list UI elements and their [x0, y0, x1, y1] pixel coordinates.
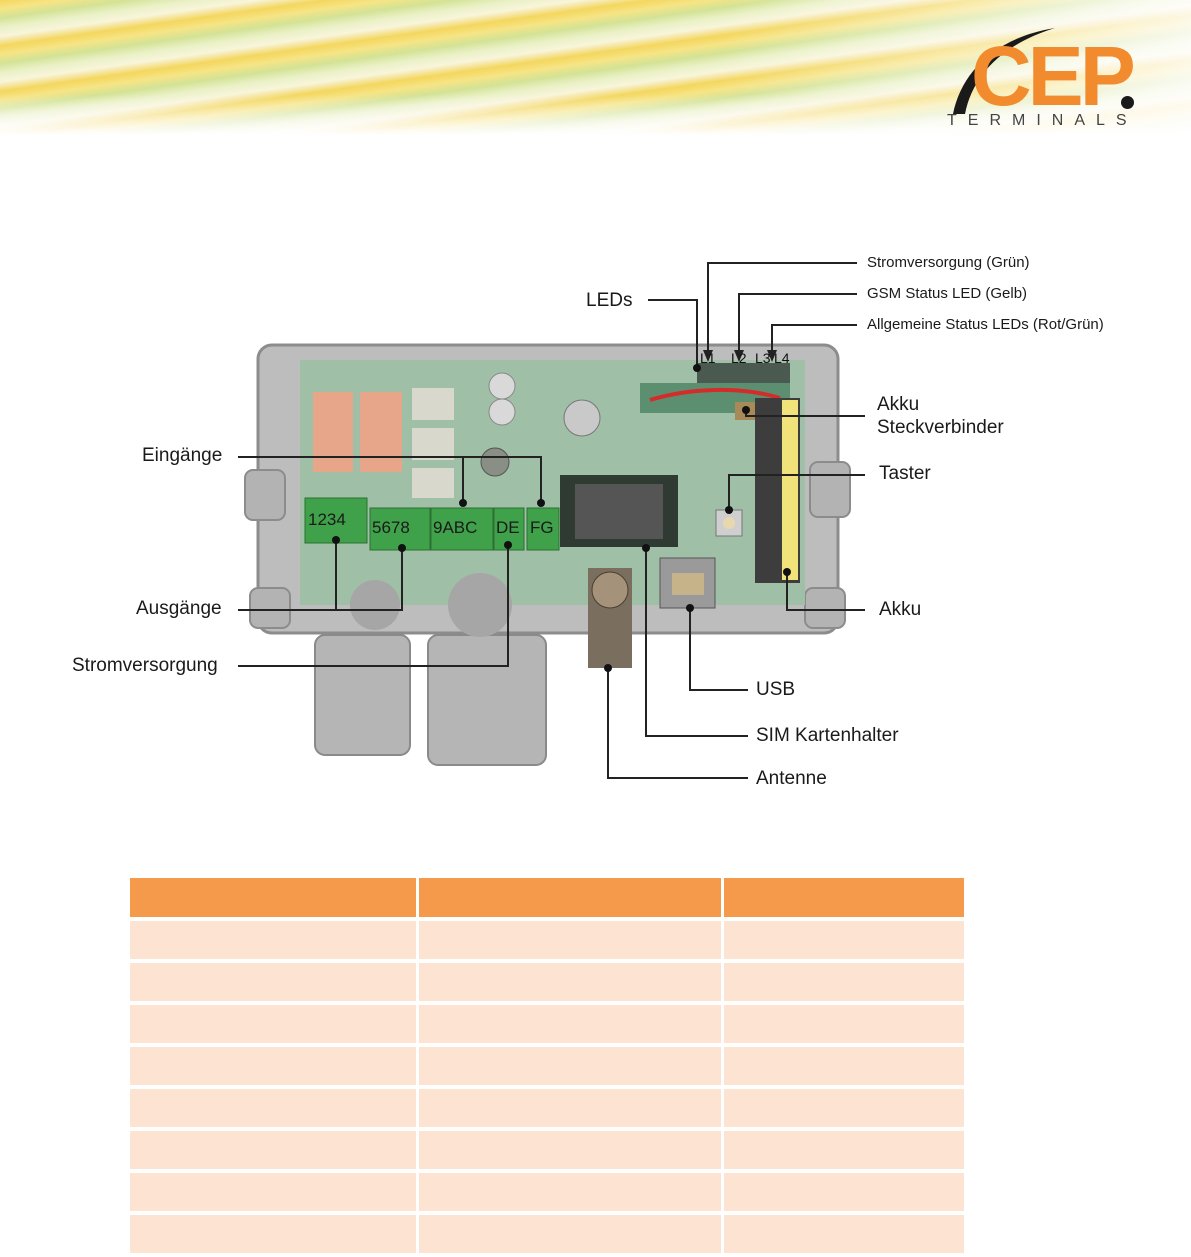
terminal-label-5678: 5678	[372, 518, 410, 537]
led-mark-l4: L4	[774, 350, 790, 366]
label-leds: LEDs	[586, 290, 633, 311]
table-cell	[130, 1047, 416, 1085]
label-antenne: Antenne	[756, 768, 827, 789]
table-row	[130, 1089, 964, 1127]
label-ausgaenge: Ausgänge	[136, 598, 222, 619]
table-header-cell	[723, 878, 964, 917]
table-cell	[418, 1089, 721, 1127]
label-taster: Taster	[879, 463, 931, 484]
leader-lines	[238, 262, 865, 779]
header-banner	[0, 0, 1191, 135]
table-cell	[418, 1131, 721, 1169]
terminal-label-9abc: 9ABC	[433, 518, 478, 537]
table-cell	[130, 1089, 416, 1127]
table-cell	[418, 963, 721, 1001]
label-akku-steck-line1: Akku	[877, 394, 920, 415]
table-cell	[130, 1173, 416, 1211]
table-cell	[723, 963, 964, 1001]
led-mark-l3: L3	[755, 350, 771, 366]
label-sim: SIM Kartenhalter	[756, 725, 899, 746]
table-row	[130, 1005, 964, 1043]
terminal-label-fg: FG	[530, 518, 554, 537]
device-diagram: L1 L2 L3 L4 1234 5678 9ABC DE FG LEDs St…	[72, 254, 1104, 789]
table-cell	[723, 1089, 964, 1127]
label-strom-gruen: Stromversorgung (Grün)	[867, 254, 1030, 271]
table-row	[130, 963, 964, 1001]
table-cell	[418, 921, 721, 959]
logo-swoosh-icon	[953, 28, 1055, 114]
table-cell	[418, 1215, 721, 1253]
table-header-cell	[130, 878, 416, 917]
table-row	[130, 1173, 964, 1211]
label-allg-led: Allgemeine Status LEDs (Rot/Grün)	[867, 316, 1104, 333]
terminal-label-de: DE	[496, 518, 520, 537]
terminal-label-1234: 1234	[308, 510, 346, 529]
table-cell	[418, 1047, 721, 1085]
label-gsm-led: GSM Status LED (Gelb)	[867, 285, 1028, 302]
table-cell	[723, 1215, 964, 1253]
table-cell	[130, 1215, 416, 1253]
table-cell	[723, 1173, 964, 1211]
table-row	[130, 1215, 964, 1253]
table-row	[130, 1047, 964, 1085]
table-header-row	[130, 878, 964, 917]
led-mark-l2: L2	[731, 350, 747, 366]
cep-logo: CEP TERMINALS	[935, 18, 1145, 133]
label-stromversorgung: Stromversorgung	[72, 655, 218, 676]
label-usb: USB	[756, 679, 796, 700]
table-cell	[418, 1173, 721, 1211]
table-cell	[130, 921, 416, 959]
table-cell	[723, 1005, 964, 1043]
table-cell	[723, 921, 964, 959]
label-akku: Akku	[879, 599, 922, 620]
table-cell	[130, 963, 416, 1001]
table-cell	[723, 1131, 964, 1169]
table-cell	[130, 1131, 416, 1169]
logo-subtitle: TERMINALS	[947, 112, 1138, 129]
leader-dots	[332, 364, 791, 672]
table-cell	[418, 1005, 721, 1043]
table-header-cell	[418, 878, 721, 917]
spec-table	[127, 874, 967, 1257]
logo-dot	[1121, 96, 1134, 109]
table-row	[130, 921, 964, 959]
table-cell	[723, 1047, 964, 1085]
logo-wordmark: CEP	[971, 29, 1136, 123]
arrowheads	[703, 350, 777, 362]
device-illustration	[238, 262, 865, 779]
table-row	[130, 1131, 964, 1169]
label-akku-steck-line2: Steckverbinder	[877, 417, 1004, 438]
label-eingaenge: Eingänge	[142, 445, 223, 466]
led-mark-l1: L1	[700, 350, 716, 366]
spec-table-container	[130, 878, 964, 1257]
table-cell	[130, 1005, 416, 1043]
